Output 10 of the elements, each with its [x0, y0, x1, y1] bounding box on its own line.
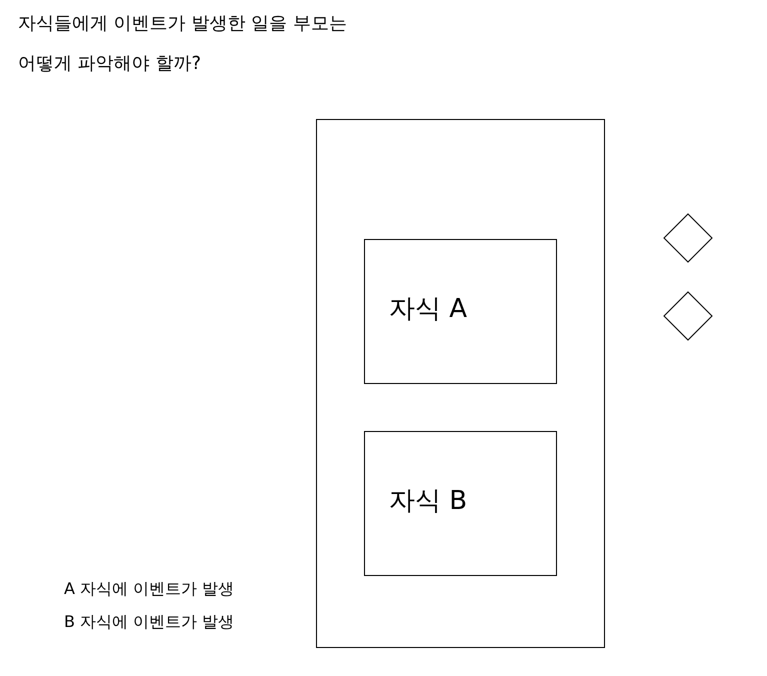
child-box — [364, 431, 557, 576]
box-label: 자식 A — [389, 296, 468, 322]
note-text: A 자식에 이벤트가 발생 — [64, 581, 234, 597]
note-text: B 자식에 이벤트가 발생 — [64, 614, 234, 630]
child-box — [364, 239, 557, 384]
empty-diamond — [663, 291, 713, 341]
empty-diamond — [663, 213, 713, 263]
container-box — [316, 119, 605, 648]
title: 자식들에게 이벤트가 발생한 일을 부모는 어떻게 파악해야 할까? — [18, 12, 348, 76]
box-label: 자식 B — [389, 488, 468, 514]
